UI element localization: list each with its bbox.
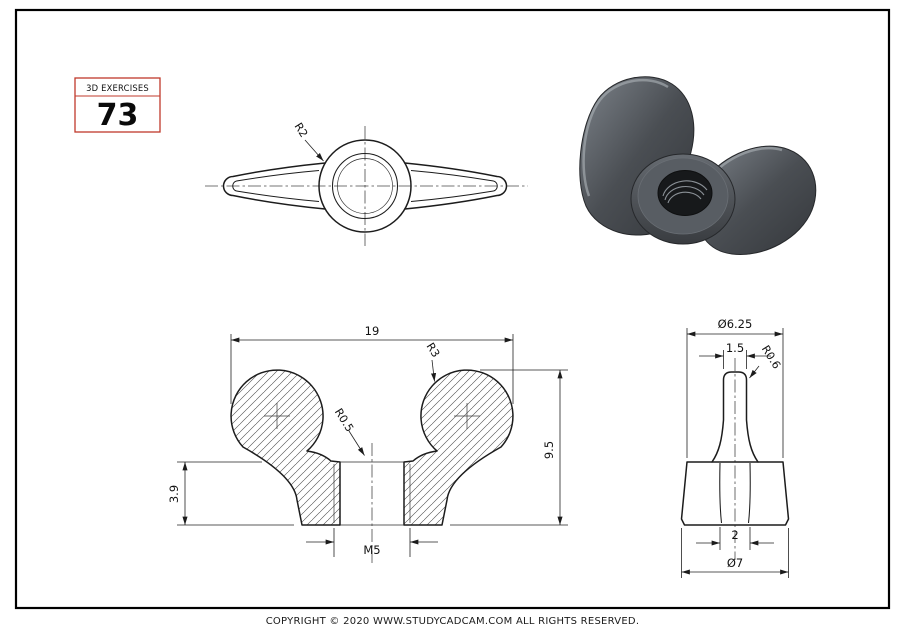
r05-leader: R0.5 <box>332 406 365 456</box>
dim-r05-label: R0.5 <box>332 406 356 434</box>
wing-right <box>404 162 508 210</box>
copyright-text: COPYRIGHT © 2020 WWW.STUDYCADCAM.COM ALL… <box>266 616 640 627</box>
iso-hub <box>630 153 736 245</box>
dim-r06-label: R0.6 <box>759 343 783 371</box>
iso-hole <box>657 170 713 216</box>
dim-9-5-label: 9.5 <box>542 441 556 459</box>
r3-leader: R3 <box>424 340 443 382</box>
dim-base-dia: Ø7 <box>681 528 789 578</box>
hub-circles <box>318 139 412 233</box>
dim-r2-label: R2 <box>292 120 311 139</box>
wing-left <box>222 162 326 210</box>
dim-19-label: 19 <box>365 324 380 338</box>
dim-dia-6-25-label: Ø6.25 <box>718 317 753 331</box>
dim-thread: M5 <box>306 528 438 557</box>
side-base <box>680 461 790 526</box>
side-view: Ø6.25 1.5 R0.6 2 Ø7 <box>680 317 790 578</box>
dim-r3-label: R3 <box>424 340 443 359</box>
iso-thread-lines <box>662 180 708 204</box>
exercise-number: 73 <box>97 98 139 133</box>
exercise-box-label: 3D EXERCISES <box>86 83 149 93</box>
dim-overall-height: 9.5 <box>450 369 568 526</box>
dim-3-9-label: 3.9 <box>167 485 181 503</box>
dim-boss-top-dia: Ø6.25 <box>686 317 784 458</box>
dim-base-height: 3.9 <box>167 461 294 526</box>
dim-wing-root-width: 2 <box>696 527 774 550</box>
dim-dia-7-label: Ø7 <box>727 556 743 570</box>
dim-overall-width: 19 <box>230 324 514 404</box>
iso-view <box>579 76 817 256</box>
dim-wing-thickness: 1.5 <box>699 341 771 369</box>
exercise-box: 3D EXERCISES 73 <box>74 77 161 133</box>
sheet-border <box>14 8 891 610</box>
front-view: 19 R3 R0.5 3.9 9.5 <box>167 324 568 563</box>
r2-leader: R2 <box>292 120 324 162</box>
top-view: R2 <box>205 120 528 246</box>
lobe-centermarks <box>264 403 480 429</box>
front-section-left <box>230 369 341 526</box>
r06-leader: R0.6 <box>749 343 783 379</box>
dim-2-label: 2 <box>731 528 738 542</box>
iso-left-wing-highlight <box>582 78 669 197</box>
dim-1-5-label: 1.5 <box>726 341 744 355</box>
front-section-right <box>403 369 514 526</box>
dim-m5-label: M5 <box>363 543 380 557</box>
side-wing-root-lines <box>719 462 751 524</box>
side-stem <box>711 371 759 463</box>
